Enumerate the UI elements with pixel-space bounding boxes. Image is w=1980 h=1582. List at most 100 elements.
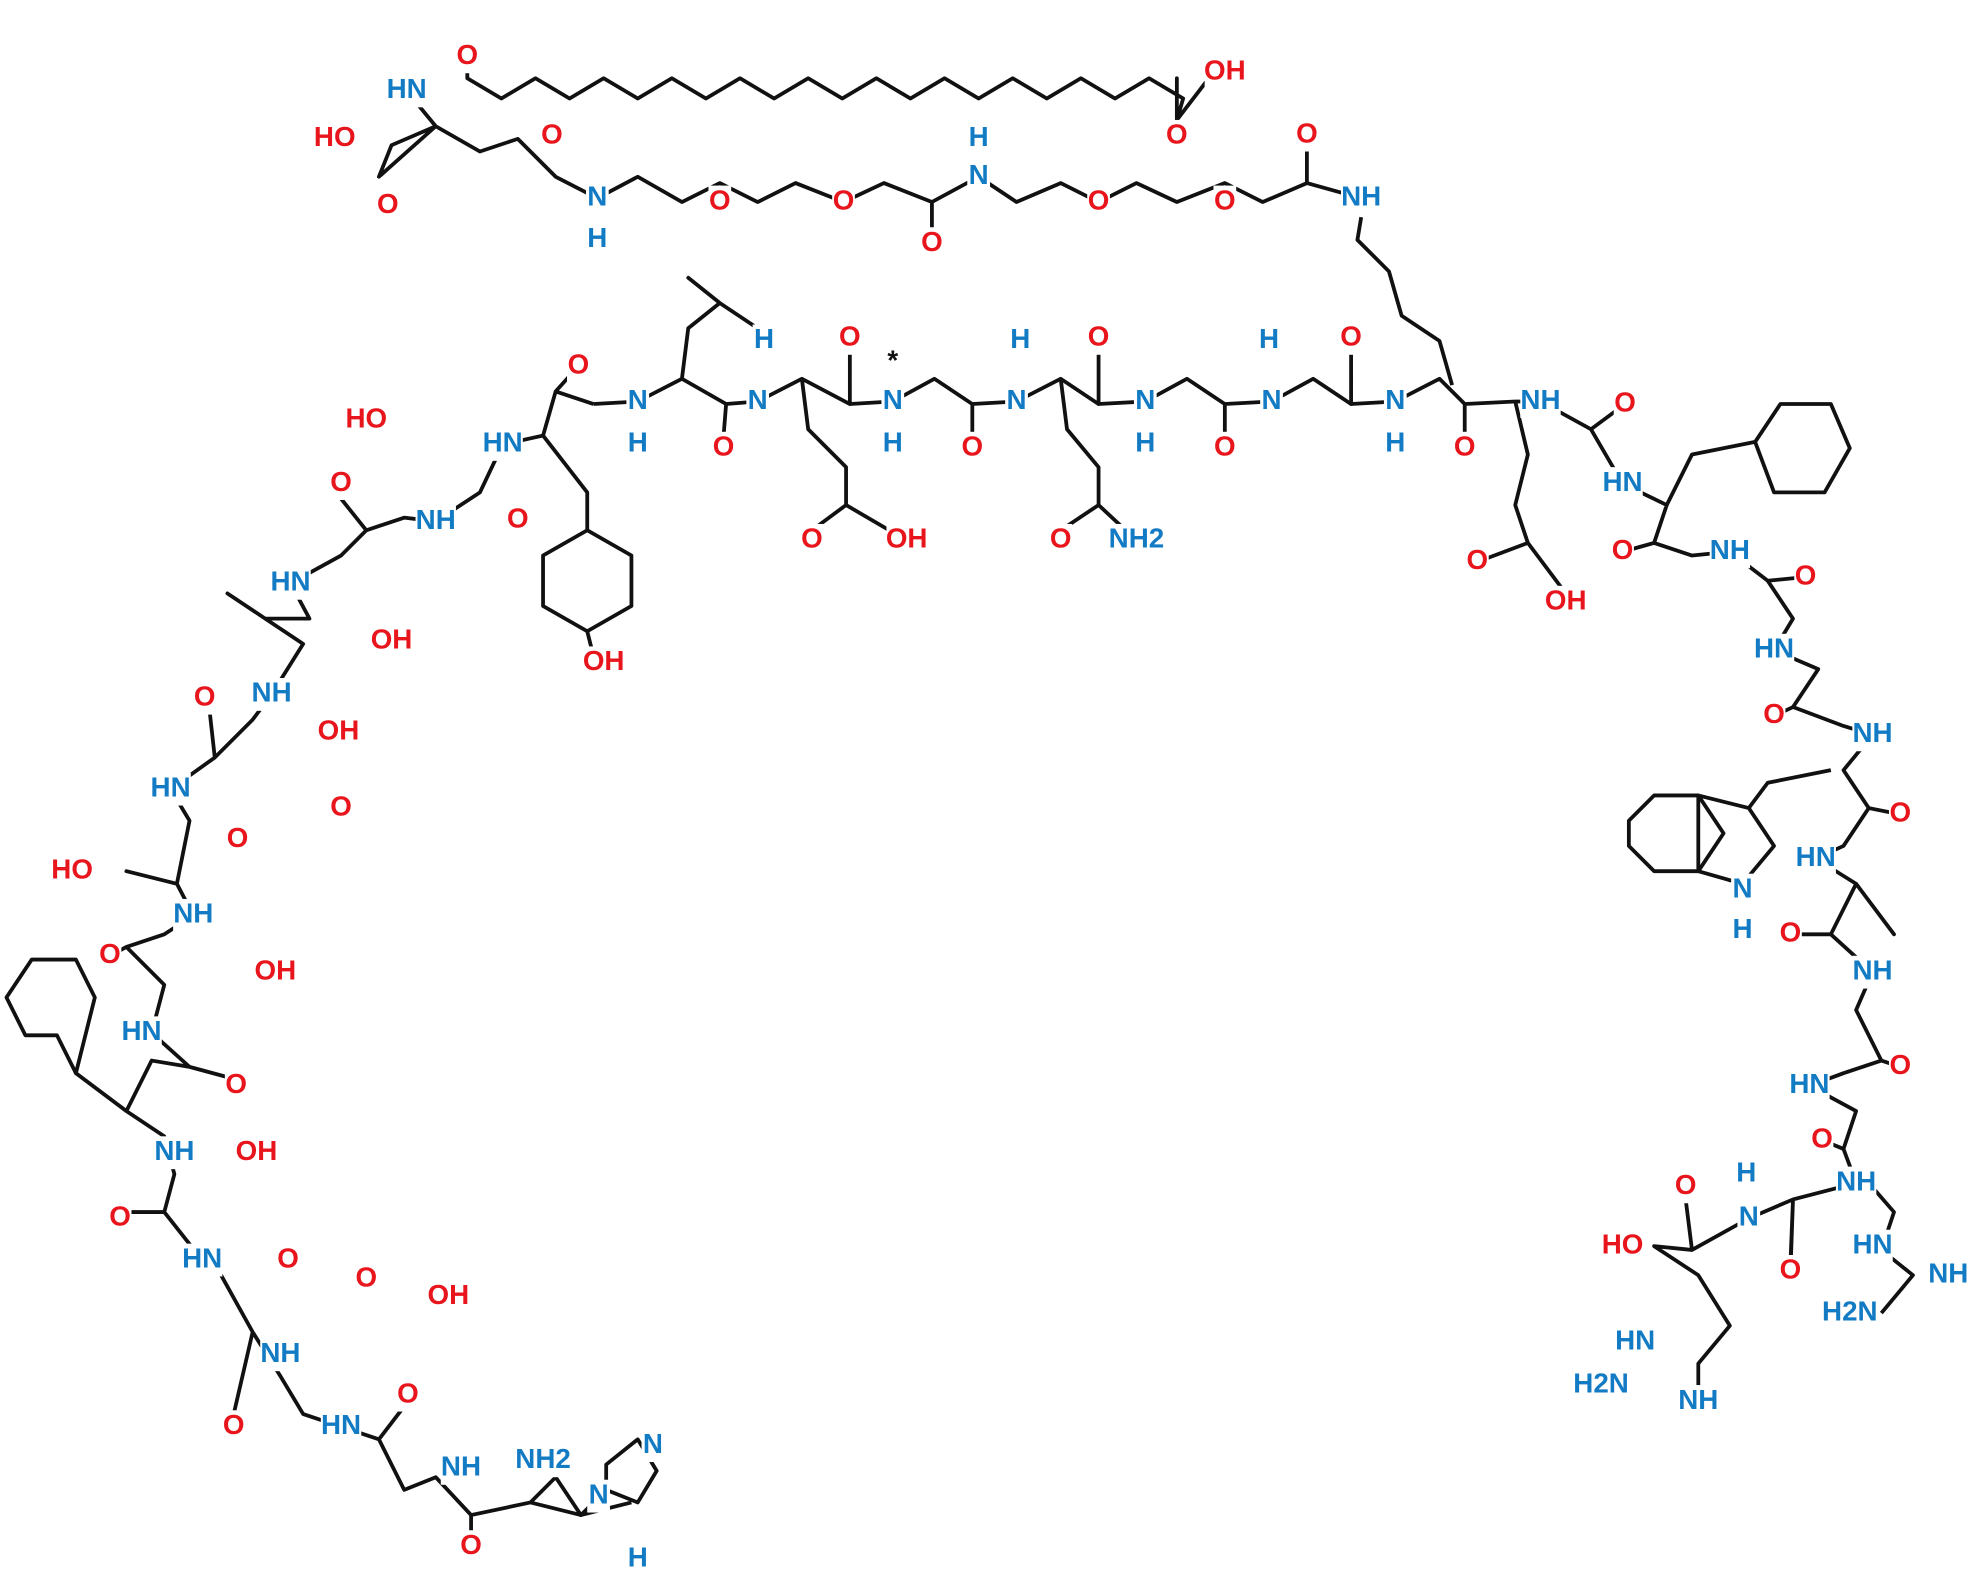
atom-label-background	[193, 681, 217, 715]
atom-label-o: O	[1890, 1049, 1912, 1080]
atom-label-o: O	[713, 431, 735, 462]
atom-label-o: O	[1166, 119, 1188, 150]
atom-label-n: N	[969, 159, 989, 190]
atom-label-background	[626, 428, 650, 461]
atom-label-background	[1545, 585, 1586, 619]
atom-label-background	[1383, 385, 1407, 418]
atom-label-n: H2N	[1573, 1367, 1629, 1398]
atom-label-background	[1257, 324, 1281, 358]
atom-label-background	[1465, 545, 1489, 579]
atom-label-background	[514, 1444, 573, 1478]
atom-label-o: O	[1296, 117, 1318, 148]
atom-label-background	[181, 1243, 223, 1277]
atom-label-o: O	[227, 822, 249, 853]
atom-label-o: OH	[236, 1135, 278, 1166]
atom-label-n: N	[1135, 384, 1155, 415]
atom-label-background	[1852, 1229, 1893, 1263]
atom-label-n: HN	[1789, 1068, 1829, 1099]
atom-label-o: O	[801, 523, 823, 554]
atom-label-o: OH	[886, 523, 928, 554]
atom-label-background	[329, 467, 353, 500]
atom-label-background	[415, 505, 456, 538]
atom-label-o: HO	[345, 403, 387, 434]
atom-label-n: NH2	[1109, 523, 1165, 554]
atom-label-o: O	[1050, 523, 1072, 554]
atom-label-n: NH	[1836, 1165, 1876, 1196]
glu-side-chain	[799, 378, 908, 543]
atom-label-background	[173, 898, 214, 932]
atom-label-n: N	[1732, 872, 1752, 903]
atom-label-background	[1383, 428, 1407, 461]
atom-label-n: NH	[1678, 1384, 1718, 1415]
atom-label-background	[236, 1136, 277, 1170]
atom-label-background	[1762, 699, 1786, 733]
atom-label-background	[1133, 385, 1157, 418]
atom-label-background	[1049, 523, 1073, 557]
atom-label-n: H	[1010, 323, 1030, 354]
atom-label-background	[1852, 718, 1893, 752]
atom-label-background	[376, 189, 400, 223]
atom-label-background	[1674, 1170, 1698, 1204]
atom-label-background	[386, 74, 427, 108]
atom-label-background	[886, 523, 927, 557]
backbone-right	[1620, 481, 1903, 1389]
atom-label-o: O	[839, 321, 861, 352]
atom-label-background	[1213, 431, 1237, 465]
atom-label-o: O	[1675, 1169, 1697, 1200]
atom-label-o: O	[1088, 184, 1110, 215]
atom-label-background	[459, 1530, 483, 1564]
atom-label-o: HO	[314, 121, 356, 152]
atom-label-n: NH	[1520, 384, 1560, 415]
atom-label-background	[318, 715, 359, 749]
atom-label-n: H	[1135, 427, 1155, 458]
atom-label-n: H	[969, 121, 989, 152]
atom-label-o: O	[225, 1068, 247, 1099]
atom-label-n: HN	[1852, 1228, 1892, 1259]
atom-label-background	[1339, 321, 1363, 355]
atom-label-o: O	[277, 1242, 299, 1273]
atom-label-background	[150, 772, 191, 806]
atom-label-background	[708, 185, 732, 219]
atom-label-background	[270, 566, 311, 600]
atom-label-background	[1888, 797, 1912, 831]
atom-label-o: O	[397, 1377, 419, 1408]
atom-label-o: O	[507, 503, 529, 534]
pyrrole-ring	[1696, 793, 1776, 886]
atom-label-background	[583, 646, 624, 680]
atom-label-background	[121, 1016, 162, 1050]
atom-label-background	[1731, 914, 1754, 947]
atom-label-n: H	[1385, 427, 1405, 458]
atom-label-background	[1611, 535, 1634, 569]
atom-label-o: O	[330, 790, 352, 821]
atom-label-background	[506, 503, 530, 537]
atom-label-o: O	[1890, 797, 1912, 828]
atom-label-background	[540, 119, 564, 153]
atom-label-n: HN	[151, 771, 191, 802]
atom-label-n: HN	[483, 427, 523, 458]
atom-label-background	[1614, 1325, 1656, 1359]
atom-label-o: OH	[318, 715, 360, 746]
atom-label-background	[881, 385, 905, 418]
atom-label-background	[712, 431, 735, 465]
atom-label-background	[1779, 917, 1802, 951]
atom-label-background	[1810, 1123, 1834, 1157]
atom-label-background	[626, 385, 650, 418]
atom-label-c: *	[887, 345, 898, 376]
atom-label-background	[1928, 1258, 1969, 1292]
atom-label-background	[455, 40, 479, 74]
bond-layer	[4, 56, 1915, 1543]
atom-label-background	[838, 321, 862, 355]
gln-side-chain	[1058, 378, 1138, 542]
atom-label-n: H	[1259, 323, 1279, 354]
atom-label-background	[1453, 431, 1477, 465]
atom-label-n: NH	[154, 1135, 194, 1166]
atom-label-background	[276, 1243, 300, 1277]
atom-label-background	[1204, 55, 1246, 89]
atom-label-o: OH	[371, 624, 413, 655]
fatty-acid-chain	[465, 56, 1208, 122]
atom-label-n: HN	[1796, 841, 1836, 872]
atom-label-o: OH	[255, 955, 297, 986]
atom-label-o: O	[1763, 698, 1785, 729]
atom-label-n: N	[587, 181, 607, 212]
